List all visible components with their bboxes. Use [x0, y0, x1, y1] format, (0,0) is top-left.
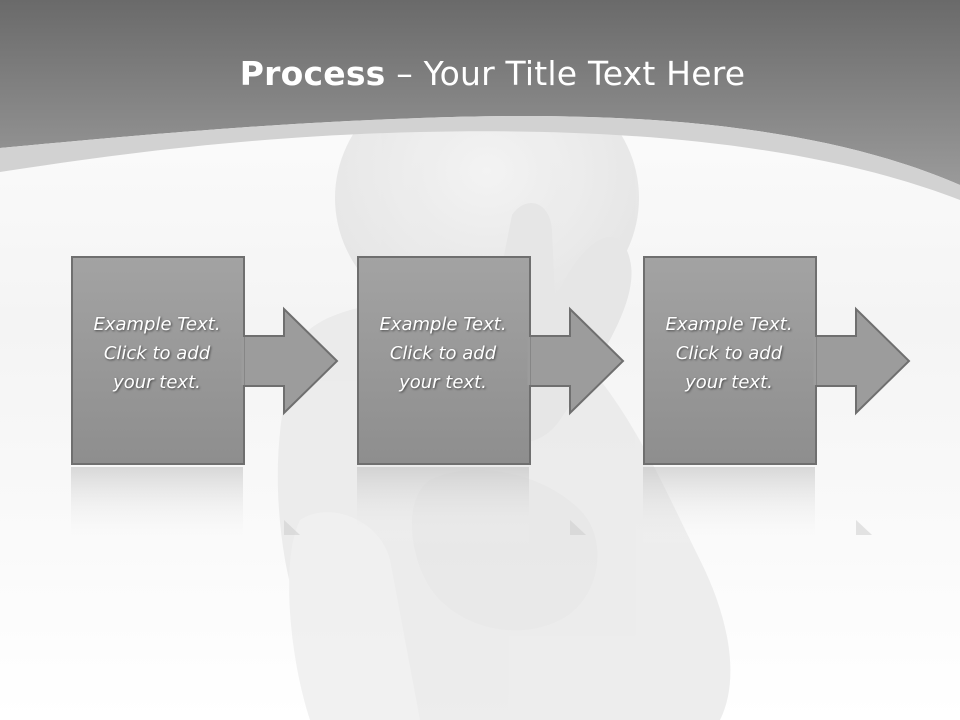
title-bold-part: Process: [239, 54, 386, 93]
step-box-3: [643, 256, 817, 465]
step-box-2: [357, 256, 531, 465]
step-text-line: Click to add: [675, 343, 783, 364]
step-text-line: Example Text.: [379, 314, 507, 335]
step-text-line: your text.: [685, 372, 773, 393]
reflections: [71, 467, 872, 547]
arrow-3: [811, 306, 911, 416]
step-text-line: Example Text.: [665, 314, 793, 335]
step-text-line: Click to add: [103, 343, 211, 364]
step-text-line: Click to add: [389, 343, 497, 364]
process-step-3: [643, 256, 911, 465]
step-text-line: Example Text.: [93, 314, 221, 335]
step-1-text[interactable]: Example Text. Click to add your text.: [71, 310, 243, 397]
step-text-line: your text.: [113, 372, 201, 393]
process-step-1: [71, 256, 339, 465]
arrow-2: [525, 306, 625, 416]
arrow-1: [239, 306, 339, 416]
step-box-1: [71, 256, 245, 465]
step-3-text[interactable]: Example Text. Click to add your text.: [643, 310, 815, 397]
title-rest-part: – Your Title Text Here: [385, 54, 746, 93]
process-step-2: [357, 256, 625, 465]
slide-title[interactable]: Process – Your Title Text Here: [0, 52, 960, 96]
step-2-text[interactable]: Example Text. Click to add your text.: [357, 310, 529, 397]
header-band: [0, 0, 960, 185]
header-swoosh: [0, 115, 960, 200]
step-text-line: your text.: [399, 372, 487, 393]
